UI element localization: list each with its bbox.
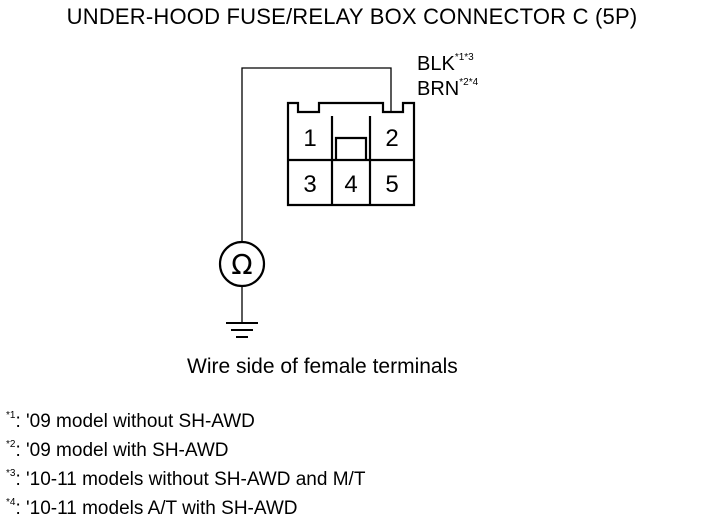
connector-caption: Wire side of female terminals (187, 355, 458, 378)
terminal-4: 4 (344, 171, 357, 198)
terminal-2: 2 (385, 125, 398, 152)
footnote-1: *1: '09 model without SH-AWD (6, 404, 365, 433)
wire-color-label-brn: BRN*2*4 (417, 72, 478, 100)
diagram-title: UNDER-HOOD FUSE/RELAY BOX CONNECTOR C (5… (66, 4, 638, 29)
ohm-symbol: Ω (231, 248, 252, 281)
footnote-text: : '09 model with SH-AWD (15, 440, 229, 461)
footnotes: *1: '09 model without SH-AWD *2: '09 mod… (6, 404, 365, 520)
footnote-mark: *2 (6, 439, 16, 450)
connector-housing (286, 101, 416, 207)
terminal-1: 1 (303, 125, 316, 152)
footnote-text: : '10-11 models without SH-AWD and M/T (15, 469, 366, 490)
footnote-3: *3: '10-11 models without SH-AWD and M/T (6, 462, 365, 491)
wire-note-ref-brn: *2*4 (459, 77, 479, 88)
footnote-text: : '09 model without SH-AWD (15, 411, 255, 432)
ground-icon (226, 322, 258, 338)
wire-note-ref-blk: *1*3 (454, 52, 474, 63)
footnote-mark: *1 (6, 410, 16, 421)
footnote-text: : '10-11 models A/T with SH-AWD (15, 498, 298, 519)
wire-color-brn: BRN (417, 78, 460, 100)
footnote-mark: *4 (6, 497, 16, 508)
wire-color-blk: BLK (417, 53, 455, 75)
footnote-2: *2: '09 model with SH-AWD (6, 433, 365, 462)
wire-color-label-blk: BLK*1*3 (417, 47, 474, 75)
connector-latch (334, 136, 368, 160)
footnote-4: *4: '10-11 models A/T with SH-AWD (6, 491, 365, 520)
footnote-mark: *3 (6, 468, 16, 479)
terminal-5: 5 (385, 171, 398, 198)
probe-lead-wire (241, 67, 392, 242)
terminal-3: 3 (303, 171, 316, 198)
